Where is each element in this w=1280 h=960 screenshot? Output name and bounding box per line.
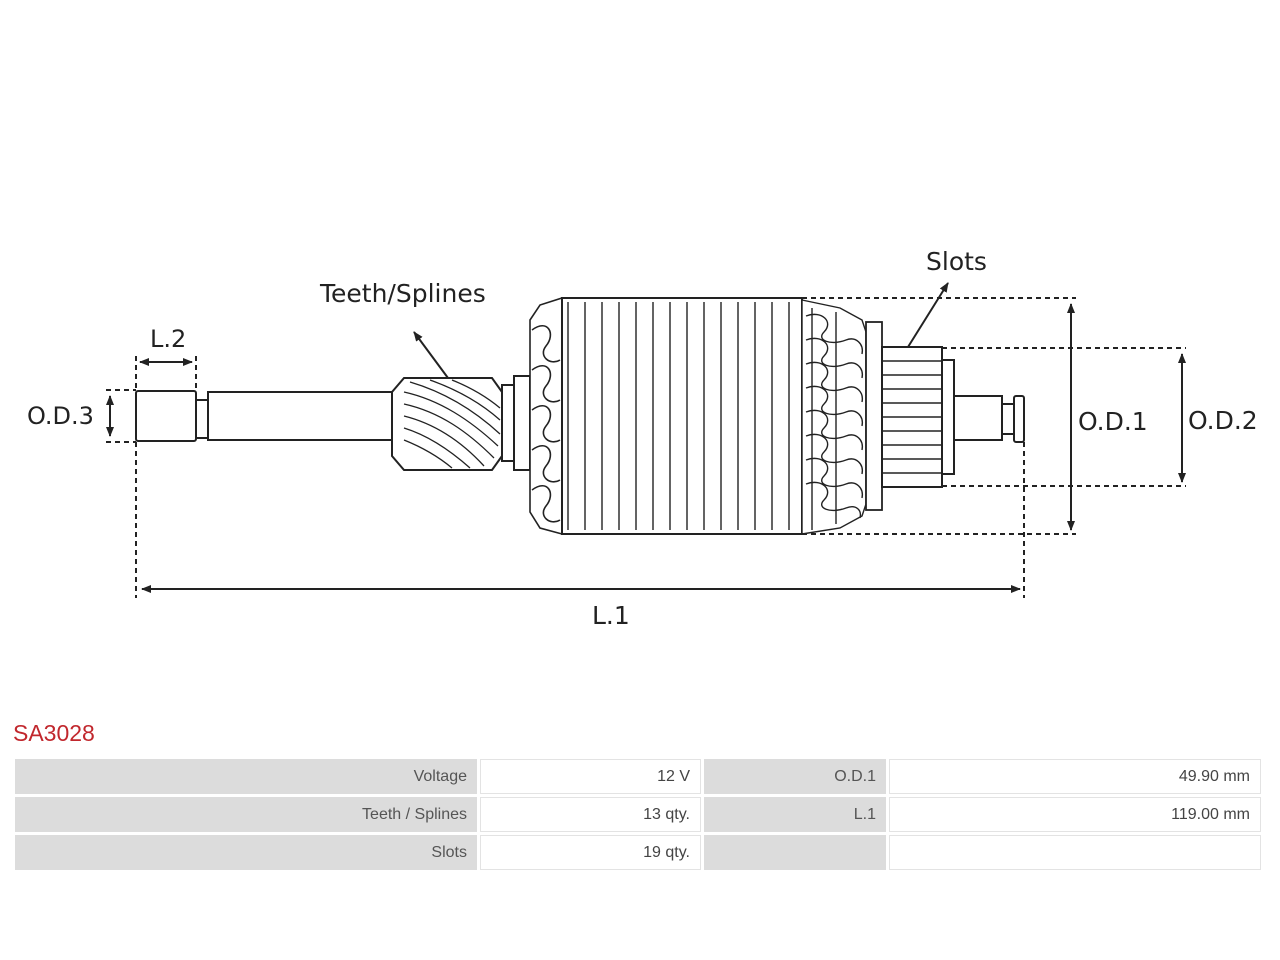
l1-label: L.1 [592,601,630,630]
spec-label: Slots [15,835,477,870]
spec-label: L.1 [704,797,886,832]
spec-value: 12 V [480,759,701,794]
spec-label: Teeth / Splines [15,797,477,832]
shaft-right-end [953,395,1025,443]
spec-value: 49.90 mm [889,759,1261,794]
spec-value [889,835,1261,870]
table-row: Teeth / Splines 13 qty. L.1 119.00 mm [15,797,1261,832]
od2-label: O.D.2 [1188,406,1258,435]
dimension-lines [106,297,1186,598]
specs-table: Voltage 12 V O.D.1 49.90 mm Teeth / Spli… [12,756,1264,873]
od1-label: O.D.1 [1078,407,1148,436]
spec-value: 119.00 mm [889,797,1261,832]
winding-left [529,296,563,536]
part-code: SA3028 [13,720,95,746]
pinion-gear [391,375,531,471]
table-row: Voltage 12 V O.D.1 49.90 mm [15,759,1261,794]
l2-label: L.2 [150,325,186,353]
commutator [881,346,955,488]
spec-label [704,835,886,870]
callout-arrows [413,282,949,379]
spec-label: Voltage [15,759,477,794]
armature-diagram: Teeth/Splines Slots L.2 O.D.3 O.D.1 O.D.… [27,247,1258,630]
armature-core [561,297,803,535]
teeth-splines-label: Teeth/Splines [319,279,486,308]
table-row: Slots 19 qty. [15,835,1261,870]
spec-value: 13 qty. [480,797,701,832]
shaft-end [135,390,393,442]
slots-label: Slots [926,247,987,276]
od3-label: O.D.3 [27,402,94,430]
spec-value: 19 qty. [480,835,701,870]
spec-label: O.D.1 [704,759,886,794]
winding-right [801,299,883,535]
